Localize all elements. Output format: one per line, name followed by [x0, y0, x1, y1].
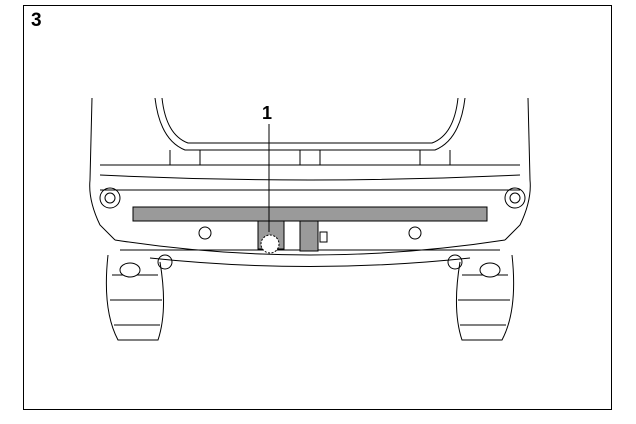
right-tire	[455, 254, 515, 341]
figure-frame	[23, 5, 612, 410]
callout-1: 1	[262, 103, 273, 123]
tailgate-opening	[154, 97, 466, 151]
step-number: 3	[31, 10, 42, 31]
electrical-socket	[260, 234, 280, 254]
left-exhaust	[119, 262, 141, 278]
tow-bar	[132, 206, 488, 222]
tow-ball-mount	[299, 220, 319, 252]
rear-panel	[99, 164, 521, 191]
body-outline	[89, 97, 531, 241]
left-reflector	[99, 187, 121, 209]
right-exhaust	[479, 262, 501, 278]
right-reflector	[504, 187, 526, 209]
left-tire	[105, 254, 165, 341]
